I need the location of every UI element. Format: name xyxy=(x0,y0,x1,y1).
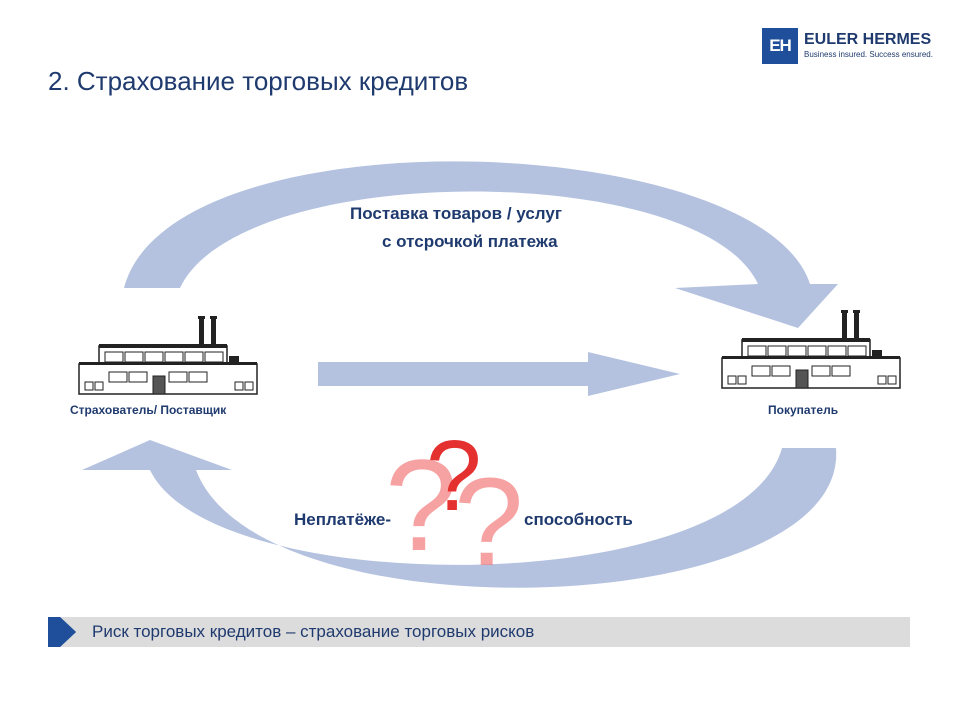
nonpayment-label-left: Неплатёже- xyxy=(294,510,391,529)
supplier-label: Страхователь/ Поставщик xyxy=(70,403,227,417)
flow-label-line2: с отсрочкой платежа xyxy=(382,232,558,251)
buyer-factory-icon xyxy=(721,309,901,389)
supplier-factory-icon xyxy=(78,315,258,395)
euler-hermes-logo: EH EULER HERMES Business insured. Succes… xyxy=(762,28,933,64)
middle-arrow xyxy=(318,352,680,396)
chevron-right-icon xyxy=(48,617,76,647)
bottom-arc-arrow xyxy=(82,440,837,588)
nonpayment-label-right: способность xyxy=(524,510,633,529)
logo-mark: EH xyxy=(762,28,798,64)
question-mark-top: ? xyxy=(426,420,482,532)
footer-banner-text: Риск торговых кредитов – страхование тор… xyxy=(92,622,535,641)
logo-tagline: Business insured. Success ensured. xyxy=(804,50,933,59)
logo-name: EULER HERMES xyxy=(804,31,932,48)
footer-banner: Риск торговых кредитов – страхование тор… xyxy=(48,617,910,647)
buyer-label: Покупатель xyxy=(768,403,839,417)
question-mark-right: ? xyxy=(454,453,524,592)
flow-label-line1: Поставка товаров / услуг xyxy=(350,204,562,223)
question-mark-left: ? xyxy=(385,432,458,578)
page-title: 2. Страхование торговых кредитов xyxy=(48,66,469,96)
top-arc-arrow xyxy=(124,161,838,328)
